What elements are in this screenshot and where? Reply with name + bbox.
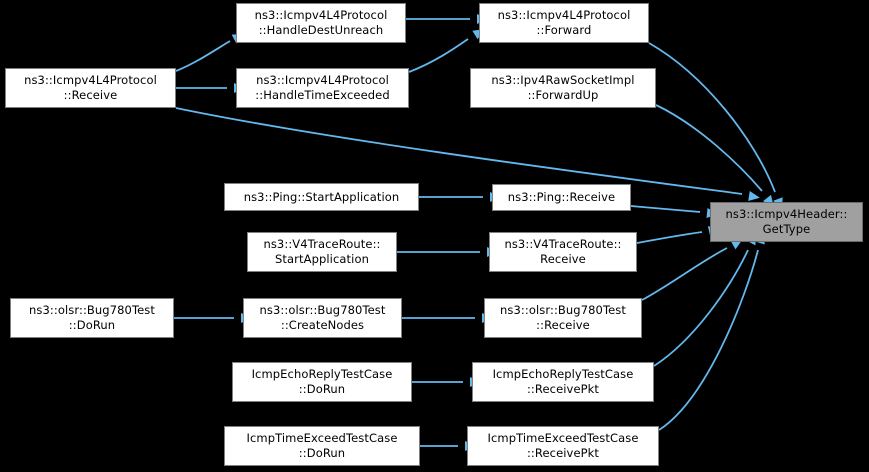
graph-node-handle-dest-unreach[interactable]: ns3::Icmpv4L4Protocol ::HandleDestUnreac… bbox=[236, 3, 406, 43]
graph-node-label: ns3::Icmpv4Header:: GetType bbox=[725, 207, 848, 236]
arrowhead-icmpv4header-gettype bbox=[748, 191, 760, 201]
graph-node-label: ns3::olsr::Bug780Test ::Receive bbox=[499, 303, 627, 332]
graph-node-v4traceroute-startapplication[interactable]: ns3::V4TraceRoute:: StartApplication bbox=[247, 232, 397, 272]
graph-node-icmpechoreply-receivepkt[interactable]: IcmpEchoReplyTestCase ::ReceivePkt bbox=[472, 362, 654, 402]
graph-node-label: ns3::Icmpv4L4Protocol ::Forward bbox=[497, 8, 631, 37]
graph-node-label: ns3::Icmpv4L4Protocol ::HandleTimeExceed… bbox=[255, 73, 390, 102]
graph-node-label: ns3::olsr::Bug780Test ::CreateNodes bbox=[259, 303, 386, 332]
graph-node-icmptimeexceed-dorun[interactable]: IcmpTimeExceedTestCase ::DoRun bbox=[224, 426, 420, 466]
edge-handle-time-exceeded-to-icmpv4-forward bbox=[408, 38, 469, 73]
graph-node-icmpechoreply-dorun[interactable]: IcmpEchoReplyTestCase ::DoRun bbox=[232, 362, 412, 402]
graph-node-label: IcmpEchoReplyTestCase ::DoRun bbox=[251, 367, 393, 396]
graph-node-handle-time-exceeded[interactable]: ns3::Icmpv4L4Protocol ::HandleTimeExceed… bbox=[236, 68, 409, 108]
graph-node-icmptimeexceed-receivepkt[interactable]: IcmpTimeExceedTestCase ::ReceivePkt bbox=[467, 426, 659, 466]
edge-ping-receive-to-icmpv4header-gettype bbox=[630, 205, 701, 213]
graph-node-label: ns3::Ping::Receive bbox=[507, 190, 616, 205]
graph-node-bug780-receive[interactable]: ns3::olsr::Bug780Test ::Receive bbox=[484, 298, 642, 338]
edge-icmpv4-receive-to-handle-dest-unreach bbox=[175, 40, 231, 72]
edge-v4traceroute-receive-to-icmpv4header-gettype bbox=[636, 231, 703, 244]
edge-icmptimeexceed-receivepkt-to-icmpv4header-gettype bbox=[658, 249, 759, 431]
edge-bug780-receive-to-icmpv4header-gettype bbox=[641, 247, 728, 301]
edge-rawsocket-forwardup-to-icmpv4header-gettype bbox=[655, 104, 763, 192]
edge-icmpechoreply-receivepkt-to-icmpv4header-gettype bbox=[653, 249, 749, 367]
graph-node-v4traceroute-receive[interactable]: ns3::V4TraceRoute:: Receive bbox=[489, 232, 637, 272]
graph-node-label: ns3::olsr::Bug780Test ::DoRun bbox=[28, 303, 156, 332]
graph-node-icmpv4-receive[interactable]: ns3::Icmpv4L4Protocol ::Receive bbox=[5, 68, 176, 108]
graph-node-label: ns3::Ping::StartApplication bbox=[243, 189, 400, 204]
graph-node-rawsocket-forwardup[interactable]: ns3::Ipv4RawSocketImpl ::ForwardUp bbox=[470, 68, 656, 108]
graph-node-ping-startapplication[interactable]: ns3::Ping::StartApplication bbox=[224, 183, 419, 211]
graph-node-label: ns3::Ipv4RawSocketImpl ::ForwardUp bbox=[491, 73, 635, 102]
graph-node-bug780-createnodes[interactable]: ns3::olsr::Bug780Test ::CreateNodes bbox=[243, 298, 402, 338]
graph-node-label: IcmpTimeExceedTestCase ::DoRun bbox=[246, 431, 398, 460]
graph-node-icmpv4header-gettype[interactable]: ns3::Icmpv4Header:: GetType bbox=[710, 202, 863, 242]
edge-icmpv4-receive-to-icmpv4header-gettype bbox=[175, 107, 743, 195]
graph-node-ping-receive[interactable]: ns3::Ping::Receive bbox=[492, 184, 631, 211]
graph-node-icmpv4-forward[interactable]: ns3::Icmpv4L4Protocol ::Forward bbox=[479, 3, 649, 43]
graph-node-label: IcmpTimeExceedTestCase ::ReceivePkt bbox=[487, 431, 639, 460]
graph-node-label: ns3::V4TraceRoute:: StartApplication bbox=[263, 237, 381, 266]
graph-node-label: ns3::Icmpv4L4Protocol ::Receive bbox=[24, 73, 157, 102]
edge-icmpv4-forward-to-icmpv4header-gettype bbox=[648, 42, 776, 193]
graph-node-label: IcmpEchoReplyTestCase ::ReceivePkt bbox=[492, 367, 634, 396]
graph-node-label: ns3::V4TraceRoute:: Receive bbox=[504, 237, 622, 266]
graph-node-label: ns3::Icmpv4L4Protocol ::HandleDestUnreac… bbox=[254, 8, 388, 37]
graph-node-bug780-dorun[interactable]: ns3::olsr::Bug780Test ::DoRun bbox=[10, 298, 174, 338]
